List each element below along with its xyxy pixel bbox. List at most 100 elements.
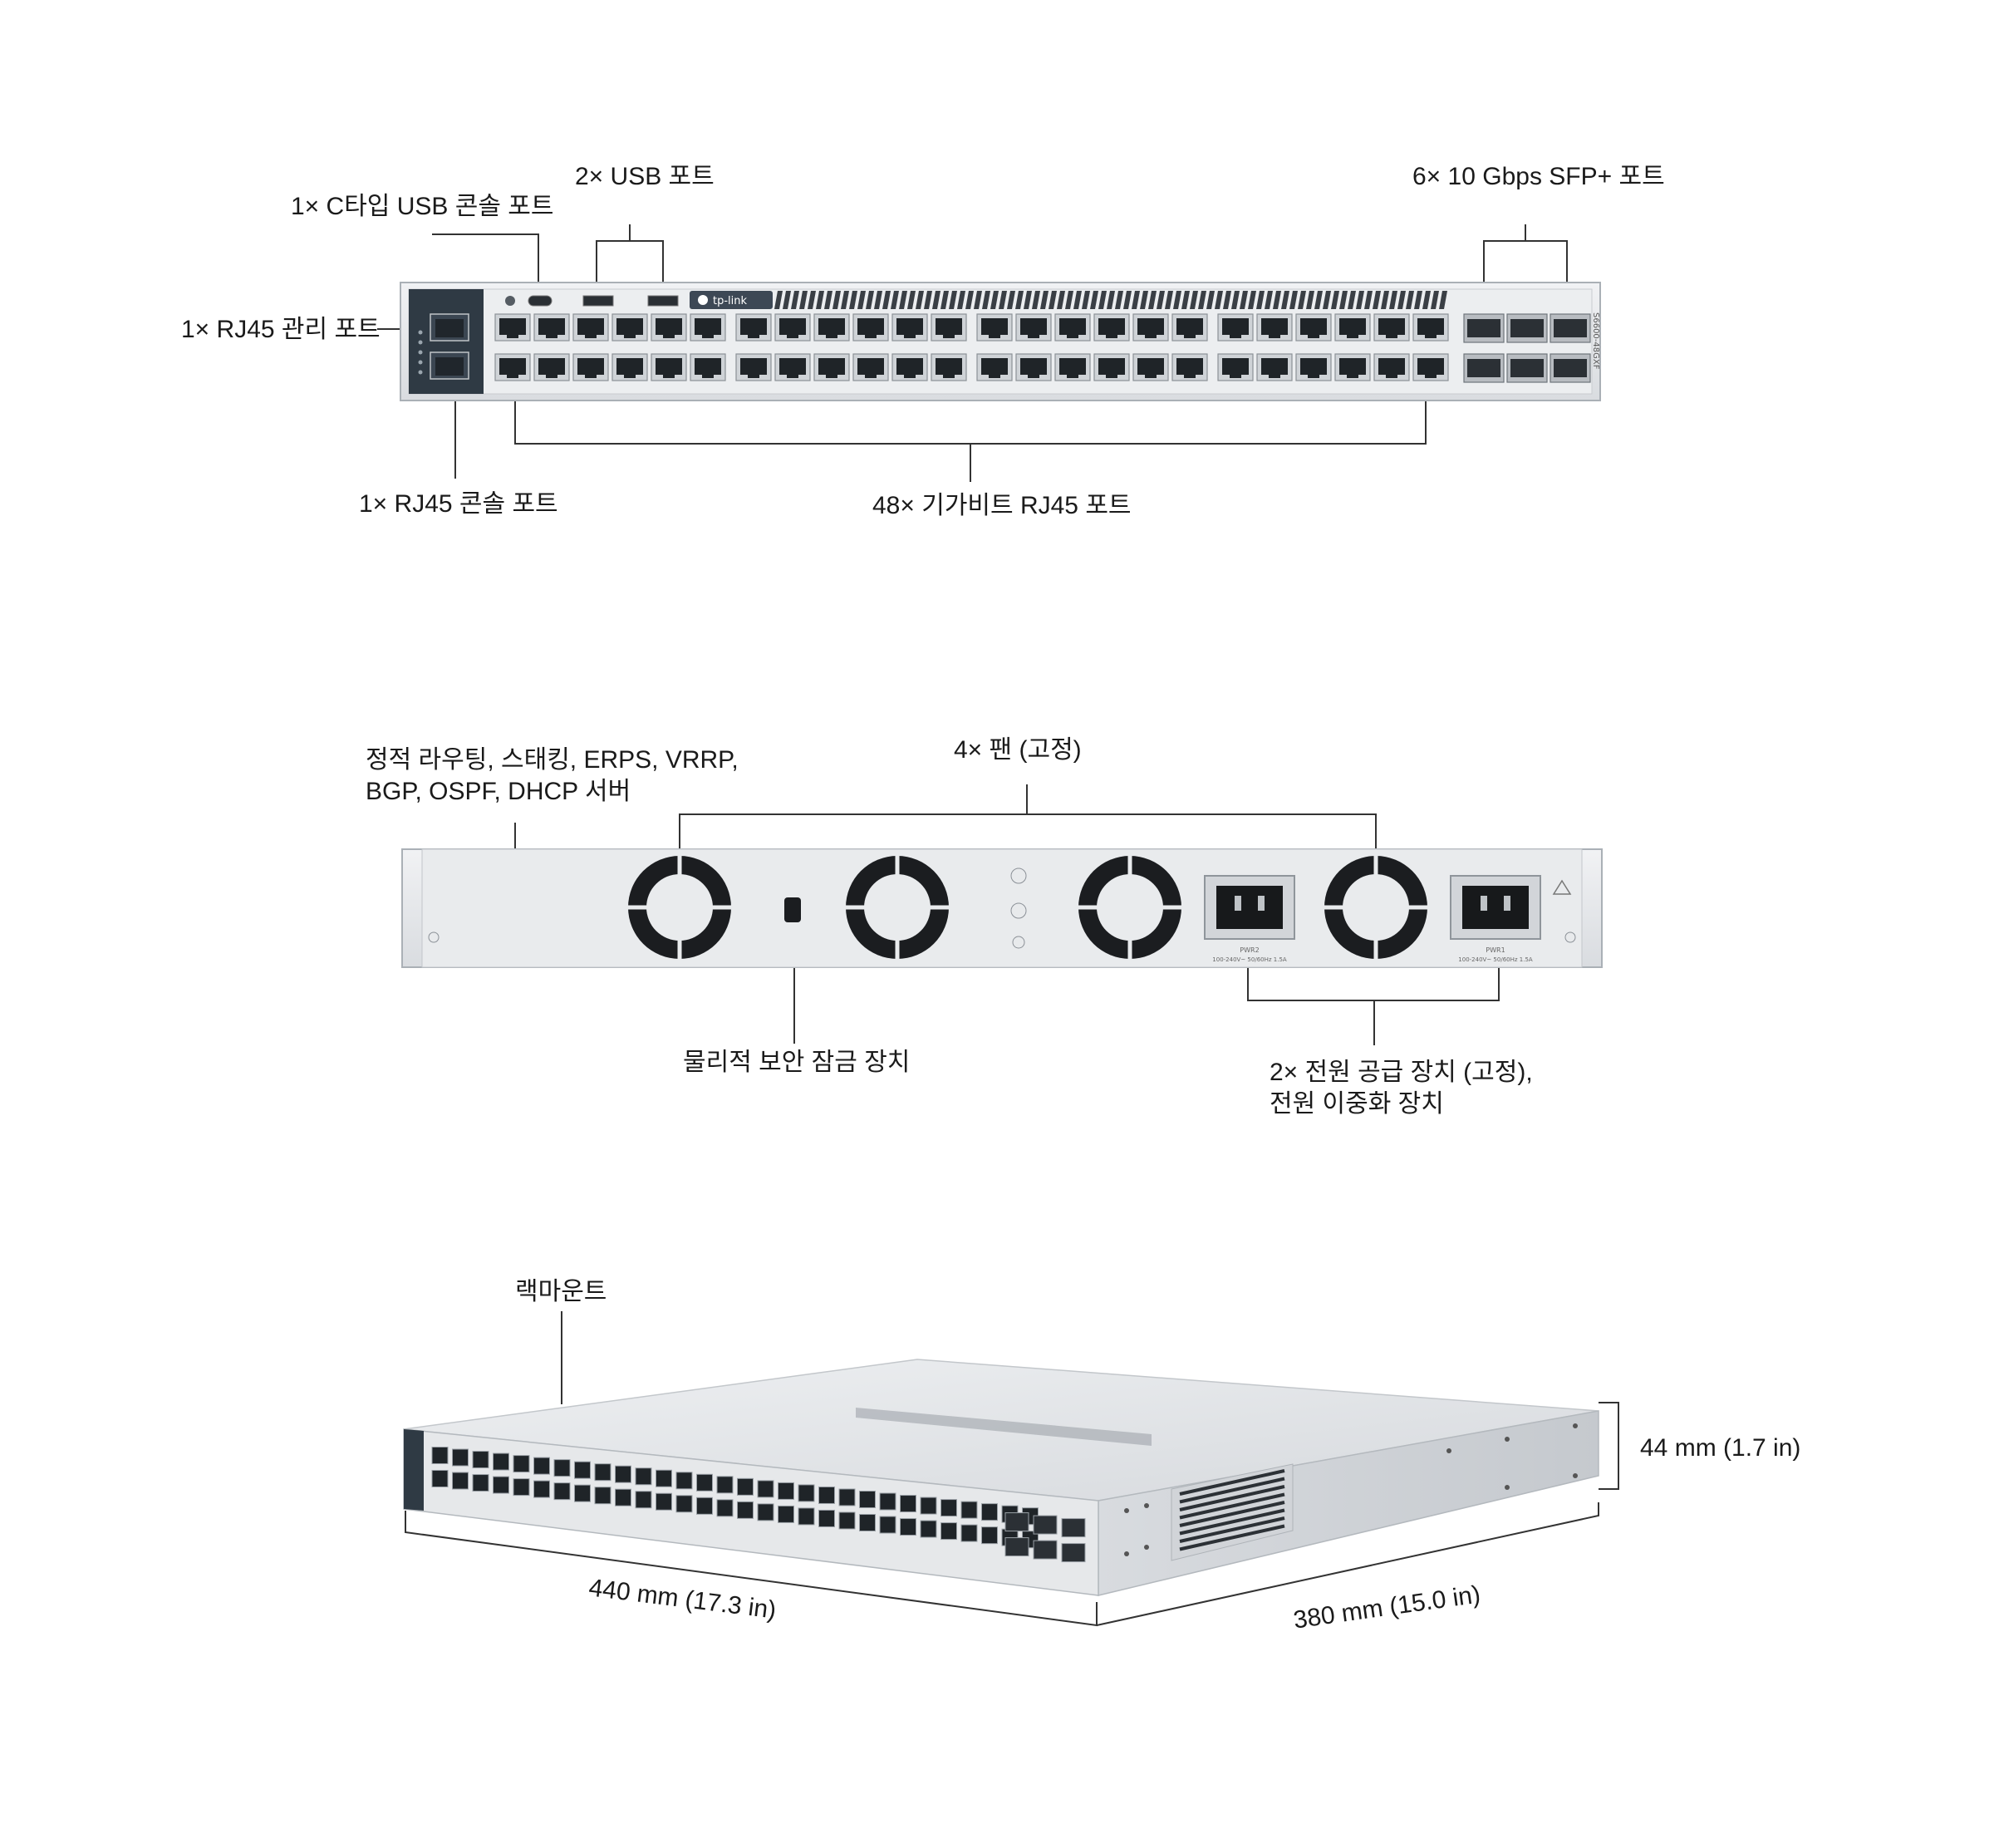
vent-slat: [941, 291, 949, 309]
iso-port: [859, 1513, 876, 1531]
rj45-port: [494, 353, 531, 381]
vent-slat: [1173, 291, 1181, 309]
rj45-port: [1256, 313, 1293, 342]
vent-slat: [1148, 291, 1157, 309]
iso-port: [920, 1497, 937, 1515]
vent-slat: [1397, 291, 1406, 309]
rj45-port: [1373, 353, 1410, 381]
iso-port: [431, 1470, 449, 1488]
vent-slat: [974, 291, 982, 309]
tp-link-badge: [690, 291, 773, 309]
pwr2-spec: 100-240V~ 50/60Hz 1.5A: [1212, 956, 1287, 963]
vent-slat: [1364, 291, 1373, 309]
sfp-port: [1550, 353, 1591, 383]
vent-slat: [866, 291, 874, 309]
iso-port: [838, 1511, 856, 1530]
vent-slat: [1057, 291, 1065, 309]
rj45-port: [852, 353, 889, 381]
iso-port: [452, 1472, 469, 1490]
iso-front-ports: [431, 1447, 1086, 1563]
vent-slat: [1256, 291, 1265, 309]
iso-port: [472, 1474, 489, 1492]
rj45-port: [931, 353, 967, 381]
vent-slat: [1098, 291, 1107, 309]
vent-slat: [916, 291, 924, 309]
vent-slat: [1181, 291, 1190, 309]
rj45-port: [1171, 353, 1208, 381]
iso-port: [859, 1490, 876, 1508]
rj45-port: [813, 313, 850, 342]
vent-slat: [982, 291, 990, 309]
vent-slat: [1373, 291, 1381, 309]
rj45-port: [976, 353, 1013, 381]
features-label: 정적 라우팅, 스태킹, ERPS, VRRP, BGP, OSPF, DHCP…: [366, 746, 739, 805]
iso-sfp-port: [1033, 1540, 1058, 1560]
iso-port: [553, 1459, 571, 1477]
iso-port: [452, 1448, 469, 1467]
vent-slat: [1248, 291, 1256, 309]
side-vent-slat: [1179, 1485, 1285, 1511]
sfp-port: [1550, 313, 1591, 343]
vent-slat: [1381, 291, 1389, 309]
lock-label: 물리적 보안 잠금 장치: [683, 1049, 911, 1076]
vent-slat: [1165, 291, 1173, 309]
iso-port: [757, 1480, 774, 1498]
rj45-gigabit-label: 48× 기가비트 RJ45 포트: [872, 492, 1132, 519]
vent-slat: [841, 291, 849, 309]
vent-slat: [1015, 291, 1024, 309]
rj45-port: [1015, 353, 1052, 381]
vent-slat: [1348, 291, 1356, 309]
vent-slat: [849, 291, 857, 309]
rj45-port: [1412, 353, 1449, 381]
iso-port: [431, 1447, 449, 1465]
rj45-port: [1054, 313, 1091, 342]
vent-slat: [924, 291, 932, 309]
side-vent-slat: [1179, 1524, 1285, 1551]
rj45-port: [651, 353, 687, 381]
vent-slat: [891, 291, 899, 309]
vent-slat: [1273, 291, 1281, 309]
rj45-port: [852, 313, 889, 342]
vent-slat: [824, 291, 832, 309]
vent-slat: [1431, 291, 1439, 309]
vent-slat: [808, 291, 816, 309]
rj45-port: [611, 313, 648, 342]
sfp-ports-label: 6× 10 Gbps SFP+ 포트: [1412, 163, 1665, 190]
rj45-port: [1334, 313, 1371, 342]
iso-callout-lines: [405, 1311, 1619, 1627]
rj45-port: [690, 313, 726, 342]
vent-slat: [907, 291, 916, 309]
iso-port: [981, 1526, 998, 1545]
sfp-port-grid: [1463, 313, 1591, 383]
iso-port: [615, 1488, 631, 1506]
vent-slat: [791, 291, 799, 309]
rj45-port: [1256, 353, 1293, 381]
usb-c-console-label: 1× C타입 USB 콘솔 포트: [291, 193, 554, 220]
iso-sfp-port: [1004, 1537, 1029, 1557]
vent-slat: [1240, 291, 1248, 309]
vent-slat: [1132, 291, 1140, 309]
vent-slat: [965, 291, 974, 309]
usb-port-2: [647, 295, 679, 307]
iso-port: [981, 1503, 998, 1521]
vent-slat: [1289, 291, 1298, 309]
rj45-port: [931, 313, 967, 342]
iso-port: [533, 1457, 550, 1475]
iso-port: [838, 1488, 856, 1506]
rear-switch-panel: [401, 848, 1603, 968]
vent-slat: [1157, 291, 1165, 309]
rackmount-label: 랙마운트: [515, 1278, 607, 1305]
rj45-port: [1295, 353, 1332, 381]
rj45-port: [1054, 353, 1091, 381]
vent-slat: [990, 291, 999, 309]
iso-port: [920, 1520, 937, 1538]
vent-slat: [1198, 291, 1206, 309]
rj45-port: [533, 313, 570, 342]
side-vent: [1171, 1463, 1294, 1561]
rj45-port-grid: [494, 313, 1449, 381]
rj45-console-label: 1× RJ45 콘솔 포트: [359, 490, 558, 518]
rj45-port: [1132, 313, 1169, 342]
vent-slat: [1115, 291, 1123, 309]
vent-slat: [1339, 291, 1348, 309]
iso-port: [696, 1497, 713, 1515]
